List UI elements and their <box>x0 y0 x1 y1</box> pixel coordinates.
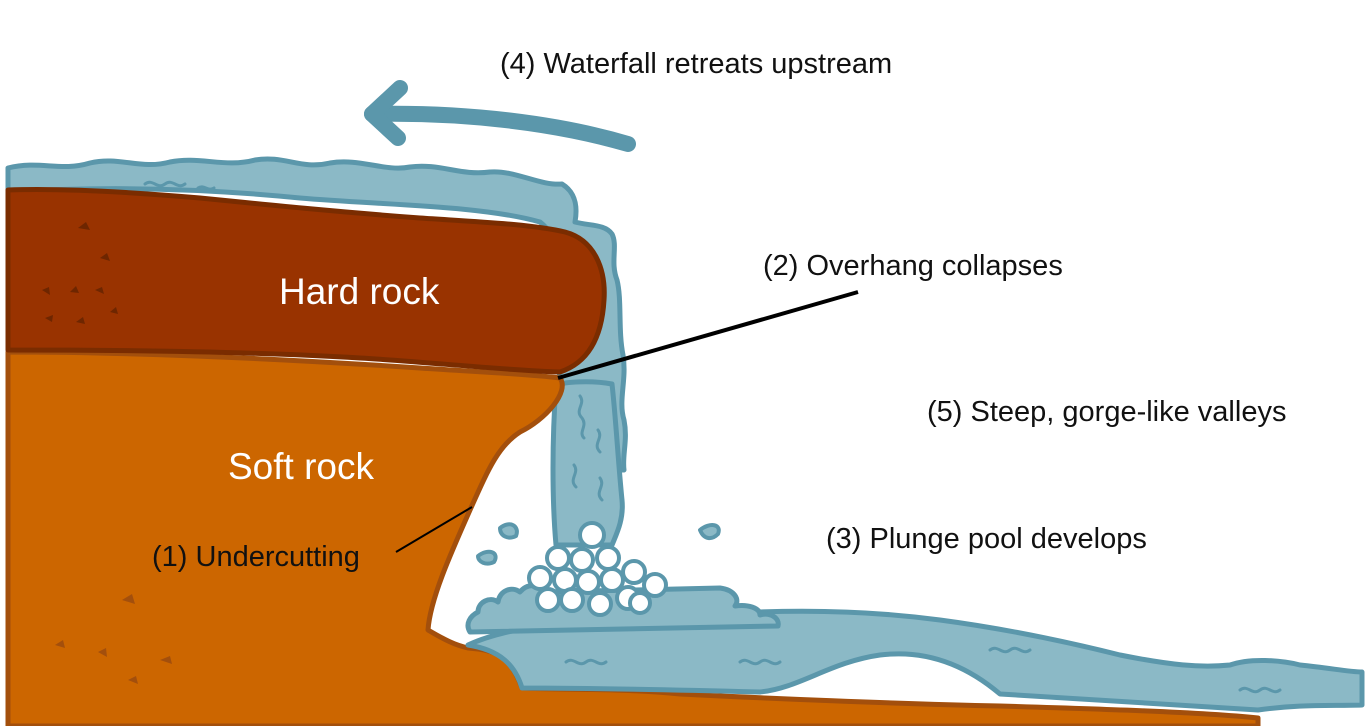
gorge-label: (5) Steep, gorge-like valleys <box>927 396 1287 428</box>
soft-rock-label: Soft rock <box>228 446 374 487</box>
plunge-pool-water <box>465 608 1365 713</box>
retreat-arrow <box>364 80 636 152</box>
undercutting-leader-line <box>395 506 473 553</box>
retreat-label: (4) Waterfall retreats upstream <box>500 48 893 80</box>
water-ripples <box>143 180 1282 694</box>
hard-rock-texture <box>42 222 118 324</box>
falling-water <box>550 379 625 548</box>
overhang-label: (2) Overhang collapses <box>763 250 1063 282</box>
hard-rock-layer <box>5 186 607 375</box>
undercutting-label: (1) Undercutting <box>152 541 360 573</box>
hard-rock-label: Hard rock <box>279 271 440 312</box>
splash-droplets <box>476 522 721 566</box>
soft-rock-layer <box>5 349 1261 726</box>
overhang-leader-line <box>557 290 859 380</box>
plunge-pool-label: (3) Plunge pool develops <box>826 523 1147 555</box>
soft-rock-texture <box>55 594 172 684</box>
plunge-bubbles <box>527 521 668 617</box>
